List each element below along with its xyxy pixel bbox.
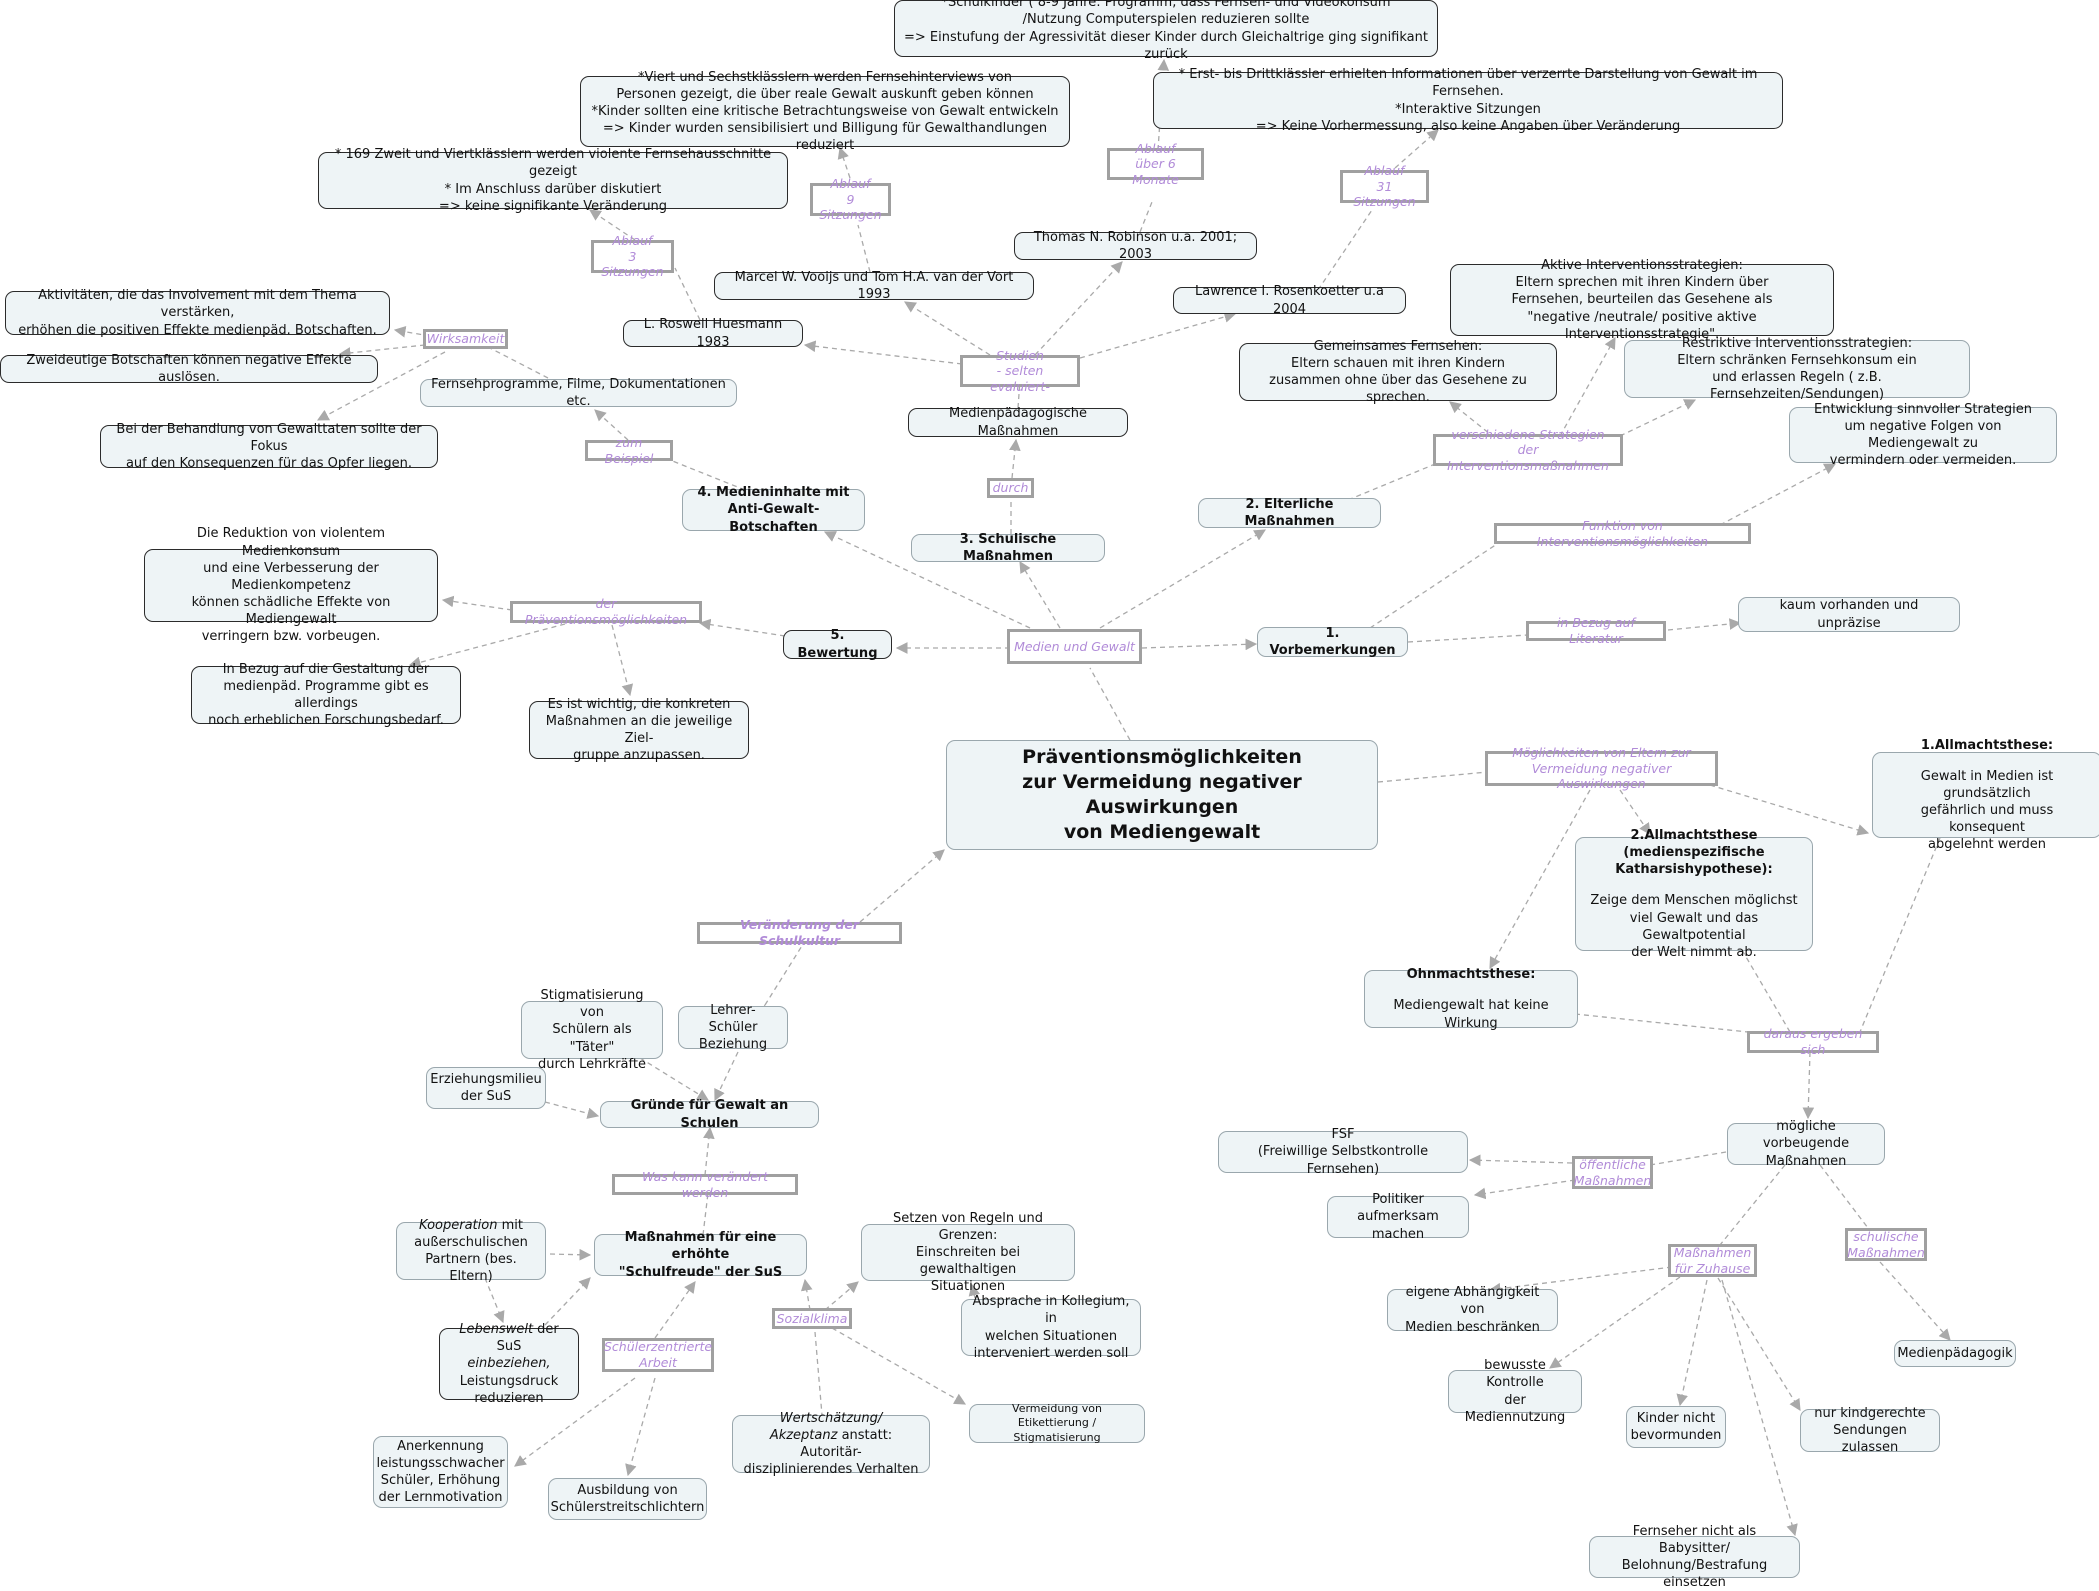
kooperation-text: mit außerschulischen Partnern (bes. Elte… [414, 1217, 528, 1285]
node-study-result-erst[interactable]: * Erst- bis Drittklässler erhielten Info… [1153, 67, 1783, 134]
node-aktive-interventionsstrategien[interactable]: Aktive Interventionsstrategien: Eltern s… [1450, 258, 1834, 342]
node-allmachtsthese-1[interactable]: 1.Allmachtsthese: Gewalt in Medien ist g… [1872, 738, 2099, 852]
link-label-zum-beispiel: zum Beispiel [585, 435, 673, 466]
wertschaetzung-text: anstatt: Autoritär- disziplinierendes Ve… [743, 1427, 919, 1478]
node-kooperation[interactable]: Kooperation mit außerschulischen Partner… [396, 1218, 546, 1284]
node-lehrer-schueler[interactable]: Lehrer-Schüler Beziehung [678, 1003, 788, 1052]
node-study-rosenkoetter[interactable]: Lawrence I. Rosenkoetter u.a 2004 [1173, 284, 1406, 317]
allmachtsthese-1-body: Gewalt in Medien ist grundsätzlich gefäh… [1920, 768, 2054, 853]
node-study-result-169[interactable]: * 169 Zweit und Viertklässlern werden vi… [318, 147, 788, 214]
section-bewertung[interactable]: 5. Bewertung [783, 628, 892, 661]
link-label-funktion: Funktion von Interventionsmöglichkeiten [1494, 518, 1751, 549]
node-kaum-vorhanden[interactable]: kaum vorhanden und unpräzise [1738, 597, 1960, 632]
node-zielgruppe[interactable]: Es ist wichtig, die konkreten Maßnahmen … [529, 697, 749, 763]
link-label-oeffentliche: öffentliche Maßnahmen [1572, 1156, 1653, 1189]
link-label-schulkultur: Veränderung der Schulkultur [697, 917, 902, 948]
node-lebenswelt[interactable]: Lebenswelt der SuS einbeziehen, Leistung… [439, 1322, 579, 1406]
section-vorbemerkungen[interactable]: 1. Vorbemerkungen [1257, 626, 1408, 658]
node-reduktion[interactable]: Die Reduktion von violentem Medienkonsum… [144, 526, 438, 644]
node-aktivitaeten[interactable]: Aktivitäten, die das Involvement mit dem… [5, 288, 390, 338]
node-ausbildung-streitschlichter[interactable]: Ausbildung von Schülerstreitschlichtern [548, 1478, 707, 1520]
node-babysitter[interactable]: Fernseher nicht als Babysitter/ Belohnun… [1589, 1524, 1800, 1590]
node-study-vooijs[interactable]: Marcel W. Vooijs und Tom H.A. van der Vo… [714, 270, 1034, 302]
node-vorbeugende-massnahmen[interactable]: mögliche vorbeugende Maßnahmen [1727, 1119, 1885, 1169]
link-label-ablauf-6-monate: Ablauf über 6 Monate [1107, 141, 1204, 187]
link-label-literatur: in Bezug auf Literatur [1526, 615, 1666, 646]
node-vermeidung-etikettierung[interactable]: Vermeidung von Etikettierung / Stigmatis… [969, 1402, 1145, 1444]
node-medienpaedagogik[interactable]: Medienpädagogik [1894, 1340, 2016, 1367]
node-gruende-gewalt-schulen[interactable]: Gründe für Gewalt an Schulen [600, 1098, 819, 1131]
node-behandlung-gewalttaten[interactable]: Bei der Behandlung von Gewalttaten sollt… [100, 422, 438, 471]
node-ohnmachtsthese[interactable]: Ohnmachtsthese: Mediengewalt hat keine W… [1364, 967, 1578, 1031]
link-label-ablauf-3: Ablauf 3 Sitzungen [591, 233, 674, 279]
node-bewusste-kontrolle[interactable]: bewusste Kontrolle der Mediennutzung [1448, 1358, 1582, 1425]
ohnmachtsthese-title: Ohnmachtsthese: [1406, 967, 1536, 983]
node-entwicklung-strategien[interactable]: Entwicklung sinnvoller Strategien um neg… [1789, 402, 2057, 468]
allmachtsthese-1-title: 1.Allmachtsthese: [1920, 737, 2054, 753]
link-label-schulische: schulische Maßnahmen [1845, 1228, 1927, 1261]
link-label-schuelerzentriert: Schülerzentrierte Arbeit [602, 1338, 714, 1372]
node-kindgerechte-sendungen[interactable]: nur kindgerechte Sendungen zulassen [1800, 1406, 1940, 1455]
node-bevormunden[interactable]: Kinder nicht bevormunden [1626, 1406, 1726, 1448]
node-study-huesmann[interactable]: L. Roswell Huesmann 1983 [623, 317, 803, 350]
allmachtsthese-2-title: 2.Allmachtsthese (medienspezifische Kath… [1615, 827, 1773, 878]
lebenswelt-emphasis-2: einbeziehen, [467, 1356, 551, 1372]
node-politiker[interactable]: Politiker aufmerksam machen [1327, 1192, 1469, 1242]
node-stigmatisierung[interactable]: Stigmatisierung von Schülern als "Täter"… [521, 988, 663, 1072]
link-label-ablauf-9: Ablauf 9 Sitzungen [810, 176, 891, 222]
ohnmachtsthese-body: Mediengewalt hat keine Wirkung [1393, 998, 1549, 1031]
section-medieninhalte[interactable]: 4. Medieninhalte mit Anti-Gewalt-Botscha… [682, 485, 865, 535]
node-absprache[interactable]: Absprache in Kollegium, in welchen Situa… [961, 1294, 1141, 1361]
node-massnahmen-schulfreude[interactable]: Maßnahmen für eine erhöhte "Schulfreude"… [594, 1230, 807, 1280]
link-label-zuhause: Maßnahmen für Zuhause [1668, 1244, 1757, 1277]
link-label-moeglichkeiten-eltern: Möglichkeiten von Eltern zur Vermeidung … [1485, 745, 1718, 791]
allmachtsthese-2-body: Zeige dem Menschen möglichst viel Gewalt… [1590, 893, 1798, 960]
link-label-studien: Studien - selten evaluiert- [960, 348, 1080, 394]
node-study-result-schulkinder[interactable]: *Schulkinder ( 8-9 Jahre: Programm, dass… [894, 0, 1438, 62]
node-study-robinson[interactable]: Thomas N. Robinson u.a. 2001; 2003 [1014, 230, 1257, 262]
node-wertschaetzung[interactable]: Wertschätzung/ Akzeptanz anstatt: Autori… [732, 1411, 930, 1477]
center-topic[interactable]: Präventionsmöglichkeiten zur Vermeidung … [946, 740, 1378, 850]
node-allmachtsthese-2[interactable]: 2.Allmachtsthese (medienspezifische Kath… [1575, 828, 1813, 960]
node-abhaengigkeit[interactable]: eigene Abhängigkeit von Medien beschränk… [1387, 1285, 1558, 1335]
node-zweideutige-botschaften[interactable]: Zweideutige Botschaften können negative … [0, 353, 378, 385]
lebenswelt-text: Leistungsdruck reduzieren [459, 1373, 559, 1406]
link-label-durch: durch [987, 478, 1034, 498]
link-label-praeventionsmoeglichkeiten: der Präventionsmöglichkeiten [510, 596, 702, 627]
hub-label-medien-und-gewalt[interactable]: Medien und Gewalt [1007, 629, 1142, 664]
wertschaetzung-emphasis: Wertschätzung/ Akzeptanz [769, 1410, 883, 1443]
link-label-ablauf-31: Ablauf 31 Sitzungen [1340, 163, 1429, 209]
node-erziehungsmilieu[interactable]: Erziehungsmilieu der SuS [426, 1067, 546, 1109]
node-restriktive-interventionsstrategien[interactable]: Restriktive Interventionsstrategien: Elt… [1624, 336, 1970, 402]
link-label-strategien: verschiedene Strategien der Intervention… [1433, 427, 1623, 473]
section-elterliche-massnahmen[interactable]: 2. Elterliche Maßnahmen [1198, 497, 1381, 529]
link-label-wirksamkeit: Wirksamkeit [423, 329, 508, 349]
node-regeln-grenzen[interactable]: Setzen von Regeln und Grenzen: Einschrei… [861, 1211, 1075, 1294]
node-fernsehprogramme[interactable]: Fernsehprogramme, Filme, Dokumentationen… [420, 377, 737, 409]
node-fsf[interactable]: FSF (Freiwillige Selbstkontrolle Fernseh… [1218, 1127, 1468, 1177]
link-label-was-kann: Was kann verändert werden [612, 1169, 798, 1200]
node-gemeinsames-fernsehen[interactable]: Gemeinsames Fernsehen: Eltern schauen mi… [1239, 339, 1557, 405]
node-study-result-viert[interactable]: *Viert und Sechstklässlern werden Fernse… [580, 70, 1070, 153]
node-gestaltung[interactable]: In Bezug auf die Gestaltung der medienpä… [191, 662, 461, 728]
node-anerkennung[interactable]: Anerkennung leistungsschwacher Schüler, … [373, 1436, 508, 1508]
node-medienpaedagogische-massnahmen[interactable]: Medienpädagogische Maßnahmen [908, 406, 1128, 439]
section-schulische-massnahmen[interactable]: 3. Schulische Maßnahmen [911, 532, 1105, 564]
lebenswelt-emphasis: Lebenswelt [459, 1322, 534, 1338]
lebenswelt-mid: der SuS [496, 1322, 559, 1355]
kooperation-emphasis: Kooperation [419, 1217, 498, 1233]
link-label-daraus: daraus ergeben sich [1747, 1026, 1879, 1057]
link-label-sozialklima: Sozialklima [772, 1308, 852, 1329]
